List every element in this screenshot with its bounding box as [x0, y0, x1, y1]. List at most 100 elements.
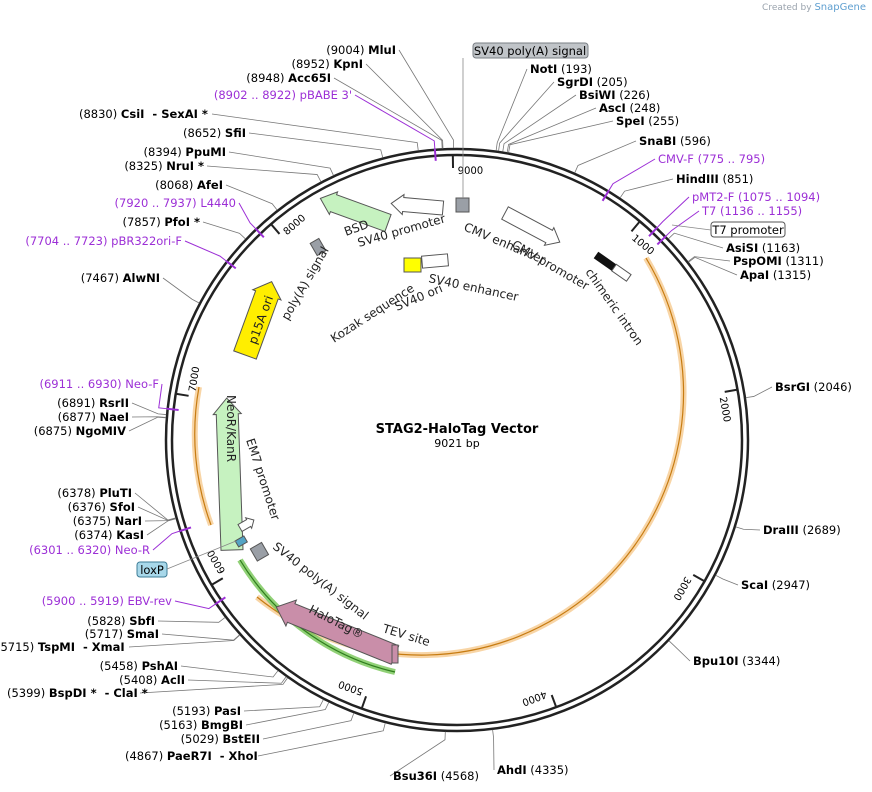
primer-name: L4440: [200, 196, 236, 210]
primer-leader-ebvrev: [174, 600, 216, 610]
site-position: (6375): [73, 514, 111, 528]
primer-pbabe3: (8902 .. 8922) pBABE 3': [214, 88, 352, 102]
leader-pfoi: [202, 221, 246, 240]
leader-lines: [128, 49, 773, 777]
site-noti: NotI (193): [530, 62, 592, 76]
site-extra: - XmaI: [83, 640, 125, 654]
site-name: BmgBI: [201, 718, 243, 732]
box-t7-promoter: T7 promoter: [710, 221, 786, 238]
site-name: PaeR7I: [167, 749, 212, 763]
sv40-polya-feature: [249, 541, 270, 562]
site-name: TspMI: [38, 640, 75, 654]
site-position: (8830): [79, 107, 117, 121]
site-name: NgoMIV: [76, 424, 126, 438]
tick-mark: [175, 392, 189, 397]
site-position: (5163): [159, 718, 197, 732]
site-spei: SpeI (255): [616, 114, 679, 128]
site-position: (2689): [802, 523, 840, 537]
site-csii: (8830) CsiI- SexAI *: [79, 107, 208, 121]
site-name: SmaI: [127, 627, 159, 641]
leader-noti: [495, 68, 528, 151]
leader-nrui: [206, 165, 322, 182]
site-ngomiv: (6875) NgoMIV: [34, 424, 126, 438]
site-scai: ScaI (2947): [741, 578, 810, 592]
tick-mark: [550, 694, 558, 708]
site-mlui: (9004) MluI: [326, 43, 396, 57]
primer-cmvf: CMV-F (775 .. 795): [658, 152, 765, 166]
label-chimeric-intron: chimeric intron: [583, 266, 646, 348]
leader-tspmi: [128, 634, 241, 648]
site-name: NruI *: [166, 159, 204, 173]
site-pasi: (5193) PasI: [172, 704, 241, 718]
site-position: (226): [619, 88, 650, 102]
site-name: CsiI: [121, 107, 145, 121]
site-name: SpeI: [616, 114, 645, 128]
site-position: (5193): [172, 704, 210, 718]
sv40-enhancer-feature: [420, 253, 450, 269]
primer-range: (1075 .. 1094): [738, 190, 820, 204]
svg-text:loxP: loxP: [140, 563, 164, 577]
site-name: AclI: [161, 673, 185, 687]
cmv-enhancer-feature: [501, 206, 561, 247]
site-pluti: (6378) PluTI: [57, 486, 132, 500]
leader-asisi: [668, 232, 724, 249]
kozak-feature: [403, 257, 422, 273]
site-smai: (5717) SmaI: [85, 627, 159, 641]
leader-bsiwi: [502, 94, 577, 152]
primer-leader-neof: [158, 383, 167, 410]
site-extra: - XhoI: [220, 749, 258, 763]
primer-range: (1136 .. 1155): [720, 204, 802, 218]
site-name: AlwNI: [123, 271, 160, 285]
site-name: NarI: [115, 514, 142, 528]
primer-leader-neor: [152, 530, 180, 551]
primer-mark-pmt2f: [648, 226, 658, 237]
site-nari: (6375) NarI: [73, 514, 142, 528]
site-position: (1163): [762, 241, 800, 255]
halotag-feature: [275, 599, 400, 665]
tick-mark: [692, 573, 706, 583]
site-position: (193): [561, 62, 592, 76]
leader-pspomi: [687, 256, 731, 262]
site-name: SfiI: [225, 126, 246, 140]
site-name: NaeI: [100, 410, 129, 424]
chimeric-intron-feature: [593, 251, 632, 282]
primer-mark-pbabe3: [433, 148, 437, 161]
site-asisi: AsiSI (1163): [726, 241, 800, 255]
site-position: (2046): [814, 380, 852, 394]
primer-name: T7: [701, 204, 716, 218]
site-alwni: (7467) AlwNI: [81, 271, 160, 285]
svg-text:SV40 poly(A) signal: SV40 poly(A) signal: [474, 44, 586, 58]
site-name: PasI: [214, 704, 241, 718]
site-name: BstEII: [222, 732, 260, 746]
site-extra: - ClaI *: [105, 686, 148, 700]
site-name: NotI: [530, 62, 557, 76]
site-position: (2947): [772, 578, 810, 592]
sv40-polya-top-feature: [455, 197, 470, 213]
leader-hindiii: [619, 178, 674, 199]
site-position: (851): [722, 172, 753, 186]
snapgene-credit: Created by SnapGene: [762, 2, 866, 13]
site-rsrii: (6891) RsrII: [57, 396, 129, 410]
primer-leader-cmvf: [608, 158, 656, 191]
site-position: (205): [597, 75, 628, 89]
primer-mark-neof: [166, 407, 179, 411]
primer-range: (7920 .. 7937): [115, 196, 197, 210]
tick-label: 7000: [187, 366, 202, 393]
leader-mlui: [398, 49, 454, 149]
site-position: (1315): [773, 268, 811, 282]
site-snabi: SnaBI (596): [639, 134, 711, 148]
site-position: (6378): [57, 486, 95, 500]
primer-pmt2f: pMT2-F (1075 .. 1094): [692, 190, 820, 204]
leader-apai: [688, 256, 738, 276]
box-sv40-polya-top: SV40 poly(A) signal: [472, 42, 589, 59]
site-name: RsrII: [99, 396, 129, 410]
site-name: AsiSI: [726, 241, 758, 255]
site-tspmi: (5715) TspMI- XmaI: [0, 640, 125, 654]
leader-sfii: [248, 132, 384, 158]
site-name: BspDI *: [49, 686, 97, 700]
primer-range: (5900 .. 5919): [42, 594, 124, 608]
leader-asci: [506, 107, 597, 153]
site-asci: AscI (248): [599, 101, 660, 115]
site-position: (8948): [246, 71, 284, 85]
site-draiii: DraIII (2689): [763, 523, 841, 537]
